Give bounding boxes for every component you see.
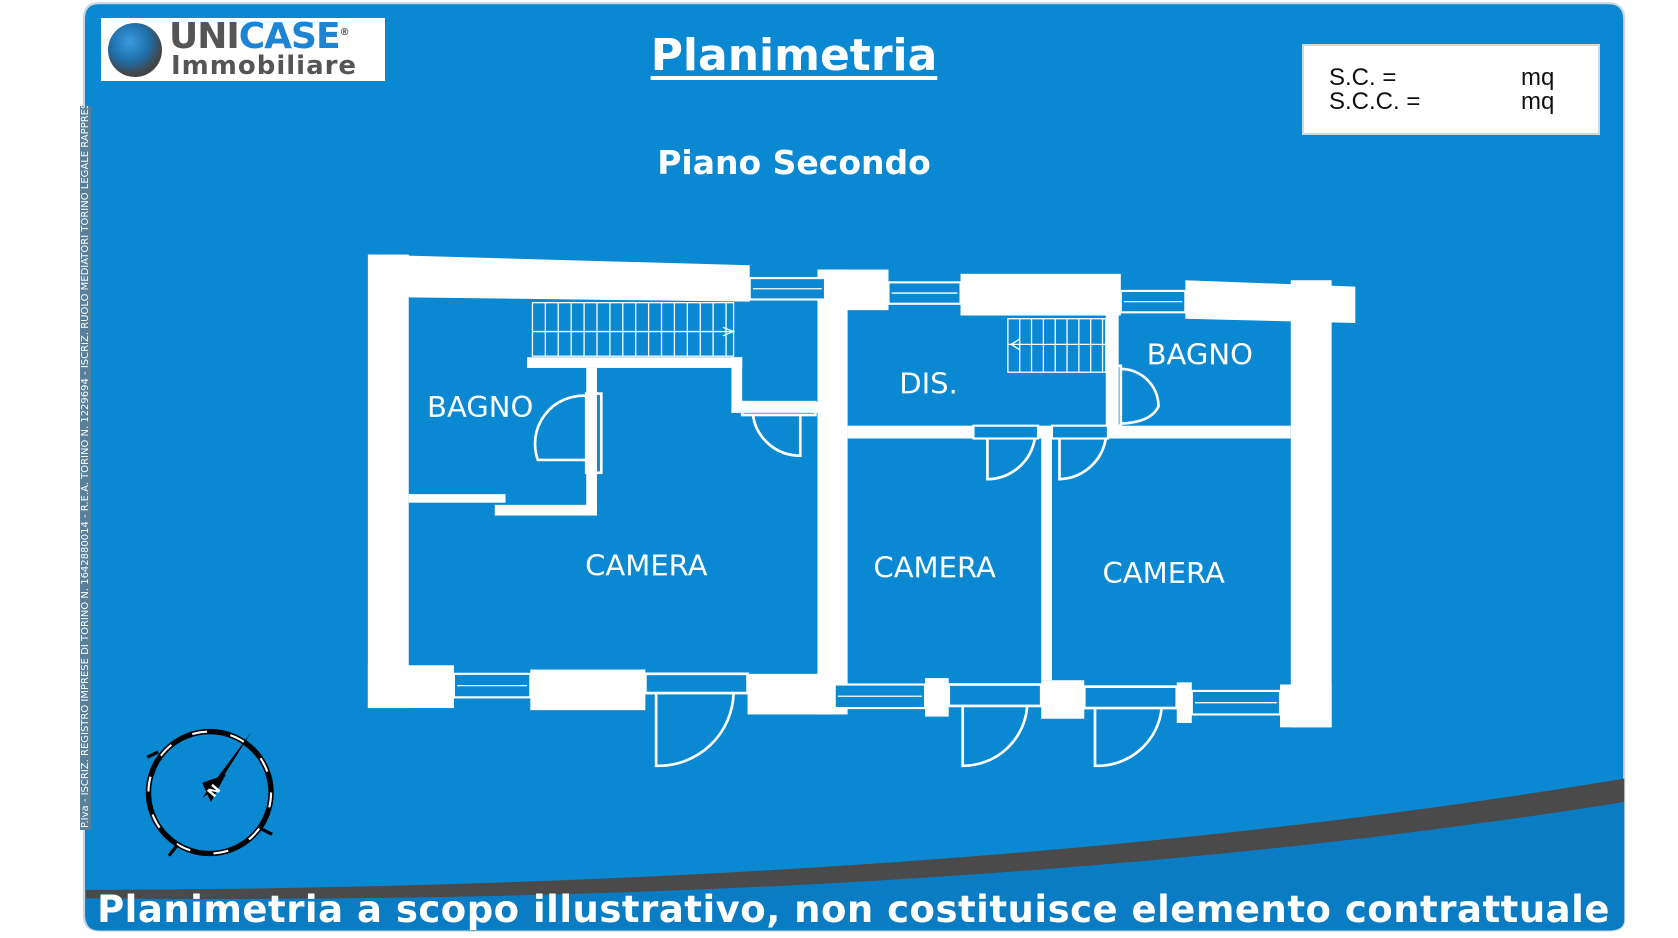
doors (533, 364, 1179, 768)
legal-side-text: P.Iva - ISCRIZ. REGISTRO IMPRESE DI TORI… (80, 106, 91, 830)
room-label-dis: DIS. (899, 367, 958, 401)
floor-subtitle: Piano Secondo (657, 143, 931, 182)
room-label-camera-right: CAMERA (1103, 556, 1226, 590)
logo-tagline: Immobiliare (171, 51, 358, 81)
footer-disclaimer: Planimetria a scopo illustrativo, non co… (97, 888, 1610, 931)
area-row-scc: S.C.C. =mq (1329, 88, 1555, 115)
area-box: S.C. =mq S.C.C. =mq (1302, 44, 1600, 135)
room-label-camera-left: CAMERA (585, 548, 708, 582)
stairs (531, 302, 1107, 373)
logo-brand: UNICASE® (169, 16, 350, 57)
room-label-bagno-left: BAGNO (427, 390, 533, 424)
house-globe-icon (108, 23, 162, 77)
swoosh-dark (86, 778, 1625, 900)
company-logo: UNICASE® Immobiliare (101, 16, 385, 81)
windows (452, 277, 1282, 716)
room-label-bagno-right: BAGNO (1147, 338, 1253, 372)
page-title: Planimetria (650, 30, 938, 81)
area-row-sc: S.C. =mq (1329, 64, 1555, 91)
swoosh-lower (86, 802, 1625, 931)
walls (367, 254, 1356, 728)
room-label-camera-mid: CAMERA (873, 551, 996, 585)
